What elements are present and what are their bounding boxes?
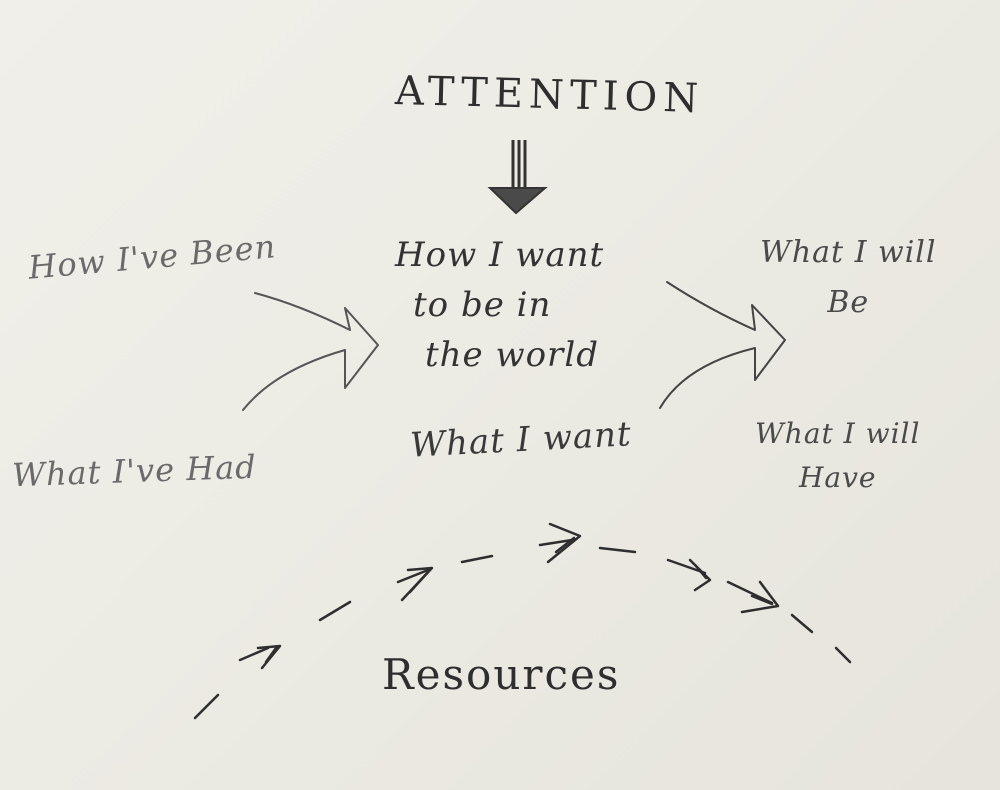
will-have-line-2: Have (798, 461, 877, 494)
attention-down-arrow (487, 140, 548, 215)
center-line-3: the world (425, 335, 599, 375)
resources-arc-arrowheads (256, 522, 780, 670)
will-be-line-1: What I will (760, 235, 937, 270)
center-line-2: to be in (413, 285, 552, 325)
will-be-line-2: Be (827, 285, 870, 320)
center-goal-text: How I want to be in the world (395, 230, 604, 380)
left-arrow-lower (242, 349, 346, 411)
left-arrowhead (344, 307, 379, 389)
right-arrow-upper (666, 281, 756, 331)
center-line-1: How I want (395, 235, 605, 275)
resources-label: Resources (382, 650, 621, 699)
right-arrow-lower (659, 347, 756, 409)
right-arrowhead (751, 304, 786, 381)
what-i-will-have-text: What I will Have (755, 412, 920, 500)
what-i-will-be-text: What I will Be (760, 228, 936, 328)
resources-dashed-arc (193, 538, 852, 720)
will-have-line-1: What I will (755, 417, 921, 450)
left-arrow-upper (254, 292, 351, 331)
attention-label: ATTENTION (394, 67, 705, 123)
